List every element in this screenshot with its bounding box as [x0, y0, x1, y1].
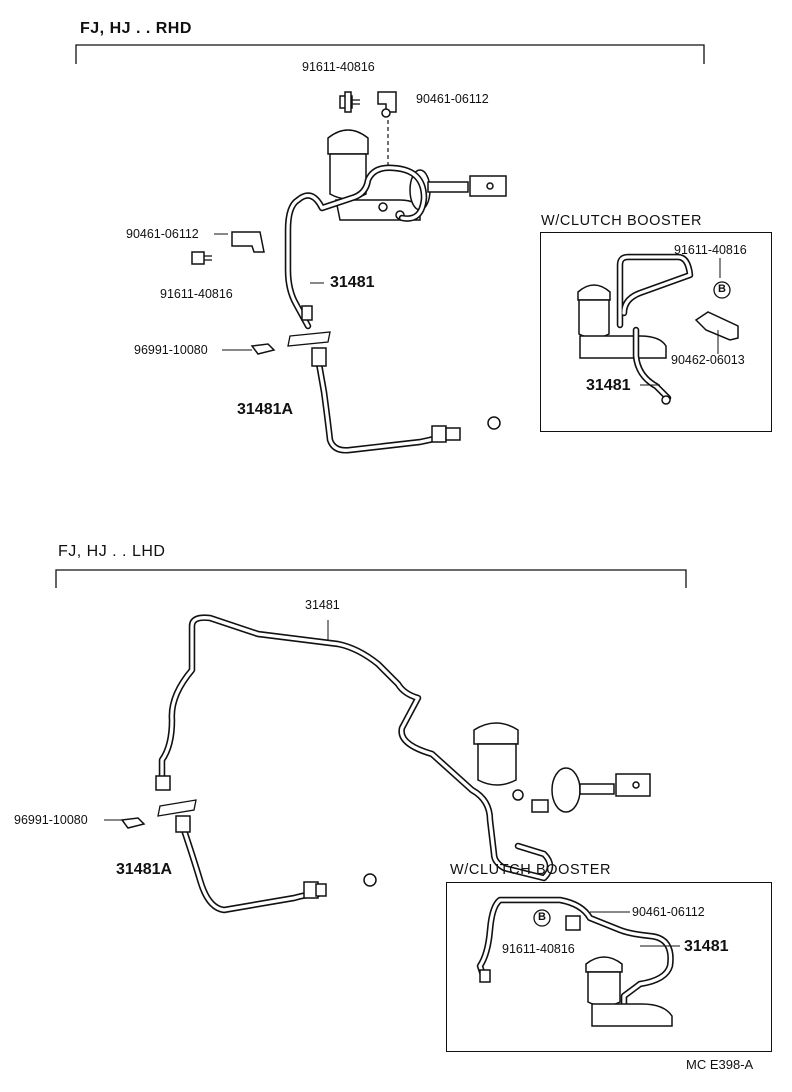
- lhd-booster-title: W/CLUTCH BOOSTER: [450, 862, 612, 878]
- lhd-booster-callout-label: B: [538, 911, 546, 923]
- rhd-clamp-left: [231, 231, 265, 253]
- lhd-clip: [120, 817, 146, 829]
- rhd-booster-title: W/CLUTCH BOOSTER: [541, 213, 703, 229]
- lhd-booster-tube: 31481: [684, 938, 729, 955]
- lhd-booster-drawing: [476, 896, 674, 1027]
- rhd-bracket: [75, 44, 705, 64]
- lhd-booster-inset: [446, 882, 772, 1052]
- rhd-booster-bracket: 90462-06013: [671, 353, 745, 367]
- rhd-bolt-top: [339, 91, 360, 113]
- rhd-booster-tube: 31481: [586, 377, 631, 394]
- rhd-bolt-left: [191, 251, 212, 265]
- rhd-booster-inset: [540, 232, 772, 432]
- rhd-part-bolt-left: 91611-40816: [160, 287, 233, 301]
- lhd-bracket: [55, 569, 687, 588]
- rhd-part-clamp-left: 90461-06112: [126, 227, 199, 241]
- lhd-part-hose: 31481A: [116, 861, 173, 878]
- lhd-callout-b: [533, 909, 551, 927]
- rhd-callout-b: [713, 281, 731, 299]
- rhd-booster-callout-label: B: [718, 283, 726, 295]
- lhd-booster-clamp: 90461-06112: [632, 905, 705, 919]
- lhd-plate: [157, 799, 197, 817]
- rhd-part-bolt-top: 91611-40816: [302, 60, 375, 74]
- lhd-master-cylinder: [473, 722, 651, 813]
- lhd-section-title: FJ, HJ . . LHD: [58, 543, 166, 560]
- diagram-code: MC E398-A: [686, 1057, 754, 1072]
- rhd-booster-bolt: 91611-40816: [674, 243, 747, 257]
- rhd-part-clip: 96991-10080: [134, 343, 208, 357]
- lhd-part-tube: 31481: [305, 598, 340, 612]
- rhd-section-title: FJ, HJ . . RHD: [80, 20, 192, 37]
- rhd-clamp-top: [377, 91, 397, 118]
- rhd-plate: [287, 331, 331, 347]
- rhd-part-hose: 31481A: [237, 401, 294, 418]
- rhd-hose: [314, 354, 454, 454]
- rhd-clip: [250, 343, 276, 355]
- lhd-part-clip: 96991-10080: [14, 813, 88, 827]
- rhd-part-tube: 31481: [330, 274, 375, 291]
- rhd-part-clamp-top: 90461-06112: [416, 92, 489, 106]
- rhd-booster-drawing: [577, 253, 739, 405]
- lhd-booster-bolt: 91611-40816: [502, 942, 575, 956]
